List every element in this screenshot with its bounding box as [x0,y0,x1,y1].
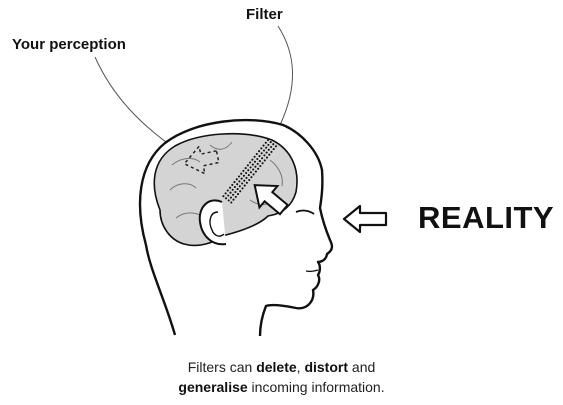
filter-dot [243,175,245,177]
filter-dot [258,155,260,157]
filter-dot [232,194,234,196]
filter-dot [247,164,249,166]
filter-dot [259,160,261,162]
filter-dot [257,168,259,170]
filter-dot [256,158,258,160]
filter-dot [261,157,263,159]
filter-dot [252,164,254,166]
filter-dot [262,145,264,147]
filter-dot [254,166,256,168]
filter-dot [242,170,244,172]
filter-dot [229,192,231,194]
filter-dot [272,143,274,145]
perception-label: Your perception [12,36,126,53]
filter-dot [245,172,247,174]
filter-dot [262,162,264,164]
filter-dot [249,161,251,163]
caption-text: and [348,359,375,375]
filter-dot [230,197,232,199]
filter-dot [222,195,224,197]
perception-leader-line [95,57,180,152]
reality-arrow-icon [344,206,386,232]
filter-dot [259,165,261,167]
filter-dot [246,182,248,184]
filter-dot [234,186,236,188]
filter-dot [252,168,254,170]
filter-dot [243,180,245,182]
caption-word-distort: distort [304,359,348,375]
filter-dot [233,181,235,183]
reality-label: REALITY [418,200,554,236]
filter-dot [258,150,260,152]
filter-dot [250,166,252,168]
filter-dot [239,190,241,192]
filter-dot [257,163,259,165]
filter-dot [266,157,268,159]
filter-dot [253,173,255,175]
filter-dot [264,159,266,161]
filter-dot [248,174,250,176]
filter-dot [232,189,234,191]
filter-dot [229,187,231,189]
filter-dot [236,178,238,180]
filter-dot [239,185,241,187]
filter-dot [231,184,233,186]
filter-dot [237,188,239,190]
filter-dot [245,177,247,179]
filter-dot [244,185,246,187]
filter-dot [232,199,234,201]
filter-dot [238,180,240,182]
caption-text: Filters can [188,359,256,375]
filter-dot [241,182,243,184]
filter-dot [241,178,243,180]
filter-dot [261,152,263,154]
filter-dot [268,154,270,156]
filter-dot [275,145,277,147]
filter-dot [238,175,240,177]
filter-dot [270,141,272,143]
caption-text: incoming information. [248,379,385,395]
filter-dot [273,148,275,150]
caption: Filters can delete, distort and generali… [0,357,563,397]
filter-dot [267,139,269,141]
caption-line-1: Filters can delete, distort and [0,357,563,377]
filter-dot [227,189,229,191]
filter-label: Filter [246,6,283,23]
filter-dot [241,187,243,189]
filter-dot [227,194,229,196]
filter-dot [230,201,232,203]
filter-dot [263,149,265,151]
filter-dot [254,156,256,158]
filter-dot [236,183,238,185]
filter-dot [265,147,267,149]
filter-dot [268,149,270,151]
filter-dot [270,151,272,153]
filter-dot [225,197,227,199]
filter-dot [266,152,268,154]
filter-dot [248,179,250,181]
filter-dot [245,167,247,169]
filter-dot [265,142,267,144]
filter-dot [225,192,227,194]
filter-dot [228,199,230,201]
filter-dot [247,169,249,171]
filter-dot [260,147,262,149]
caption-word-generalise: generalise [178,379,247,395]
filter-dot [255,171,257,173]
filter-leader-line [278,26,293,125]
caption-word-delete: delete [256,359,296,375]
filter-dot [263,154,265,156]
filter-dot [256,153,258,155]
filter-dot [267,144,269,146]
filter-dot [237,193,239,195]
filter-dot [235,196,237,198]
filter-dot [270,146,272,148]
filter-dot [254,161,256,163]
caption-line-2: generalise incoming information. [0,377,563,397]
filter-dot [251,159,253,161]
filter-dot [240,173,242,175]
filter-dot [250,171,252,173]
filter-dot [250,176,252,178]
filter-dot [234,191,236,193]
